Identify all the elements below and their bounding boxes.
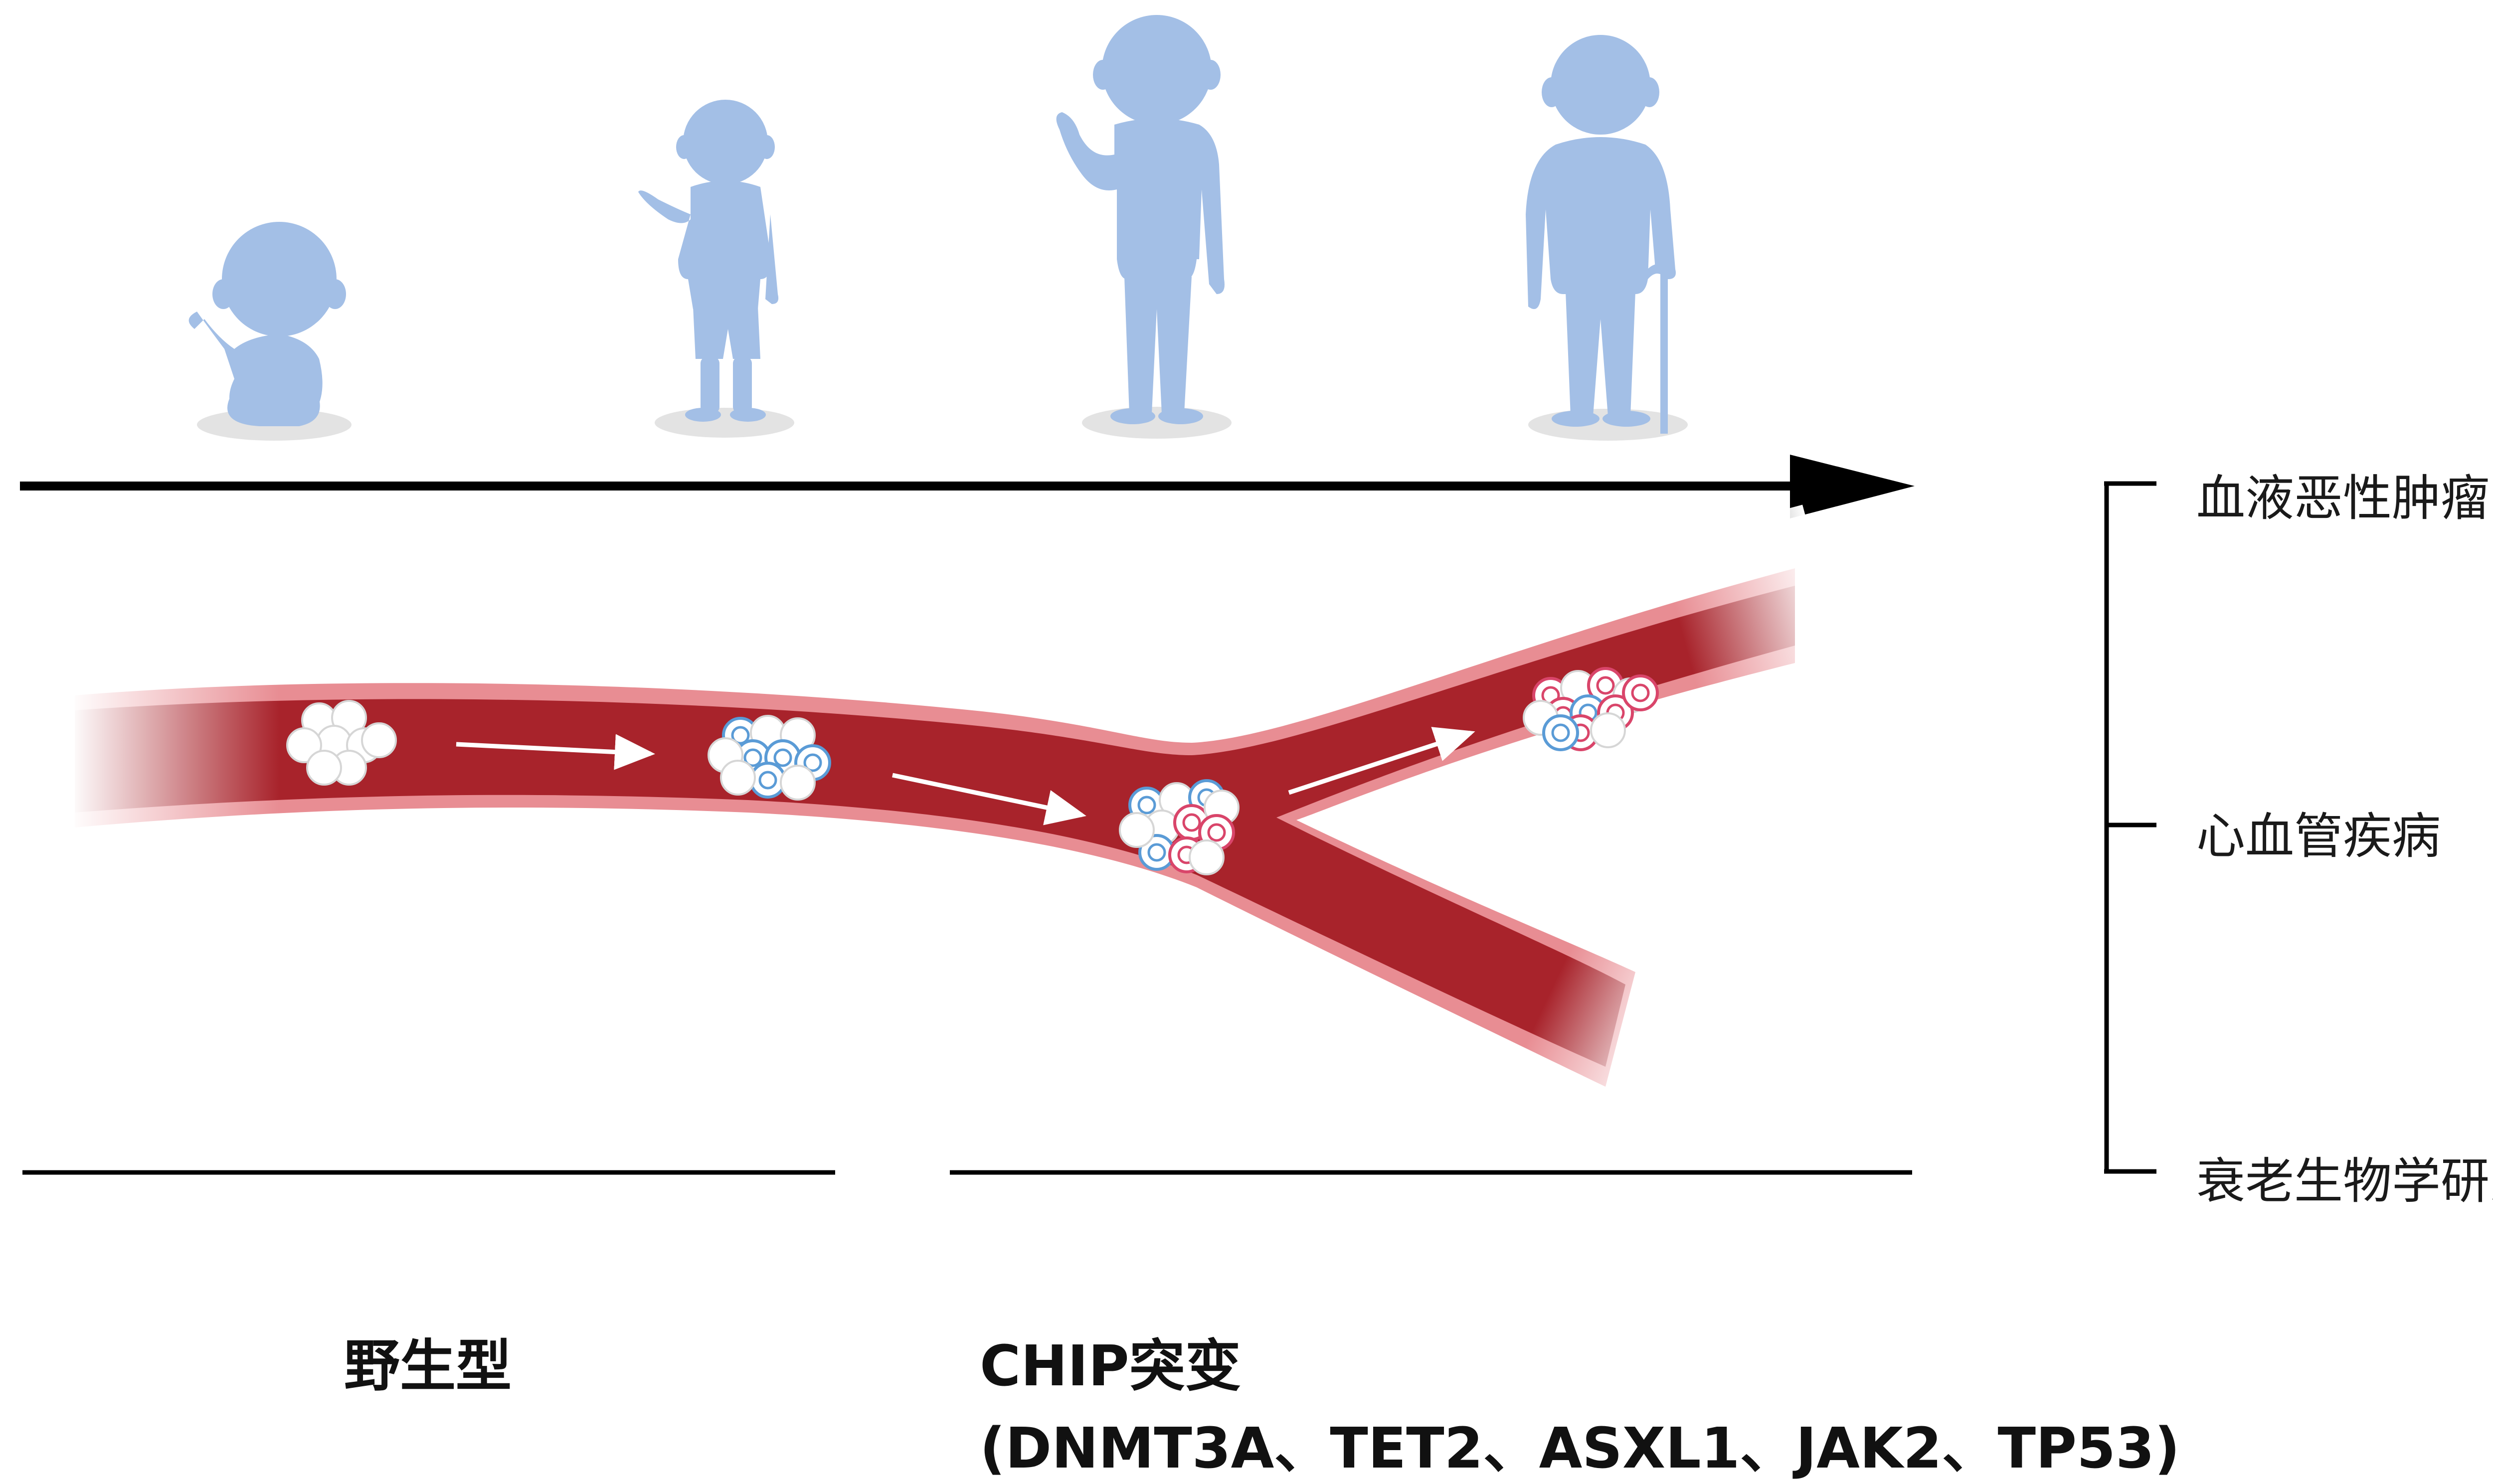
- blood-cell: [306, 750, 342, 786]
- cell-cluster-late-mutant: [1523, 667, 1659, 751]
- blood-cell: [1119, 812, 1155, 848]
- blood-cell: [780, 765, 816, 801]
- outcome-label-hematologic: 血液恶性肿瘤: [2196, 470, 2490, 527]
- cell-nucleus: [1631, 683, 1650, 702]
- chip-title: CHIP突变: [980, 1334, 1241, 1399]
- outcome-label-aging: 衰老生物学研究: [2196, 1153, 2493, 1210]
- cell-nucleus: [1596, 676, 1615, 695]
- outcome-bracket: [2104, 481, 2156, 1174]
- blood-cell: [720, 760, 756, 796]
- cell-nucleus: [1182, 813, 1201, 832]
- timeline-arrowhead: [1790, 455, 1915, 518]
- cell-nucleus: [731, 726, 750, 745]
- chip-genes: (DNMT3A、TET2、ASXL1、JAK2、TP53): [980, 1416, 2180, 1481]
- cell-cluster-early-mutant: [708, 715, 831, 801]
- flow-arrow-3: [1288, 727, 1475, 795]
- blood-vessel: [70, 504, 1853, 1144]
- cell-nucleus: [1137, 796, 1156, 815]
- flow-arrow-1: [456, 734, 655, 770]
- flow-arrow-2: [892, 773, 1086, 825]
- cell-nucleus: [803, 753, 822, 772]
- wildtype-label: 野生型: [344, 1334, 512, 1399]
- cell-nucleus: [758, 771, 777, 790]
- cell-nucleus: [1147, 843, 1166, 862]
- elderly-figure-icon: [1526, 35, 1688, 441]
- blood-cell: [286, 727, 322, 763]
- cell-nucleus: [1551, 723, 1570, 742]
- cell-cluster-wildtype: [286, 700, 397, 786]
- blood-cell: [1590, 712, 1626, 748]
- blood-cell: [1189, 839, 1225, 875]
- cell-nucleus: [1207, 823, 1226, 842]
- cell-nucleus: [743, 748, 762, 767]
- blood-cell: [361, 722, 397, 758]
- outcome-label-cardiovascular: 心血管疾病: [2196, 808, 2441, 865]
- child-figure-icon: [638, 100, 794, 438]
- cell-nucleus: [773, 748, 792, 767]
- cell-cluster-mixed-mutant: [1119, 779, 1240, 875]
- adult-figure-icon: [1056, 15, 1232, 439]
- baby-figure-icon: [188, 222, 352, 441]
